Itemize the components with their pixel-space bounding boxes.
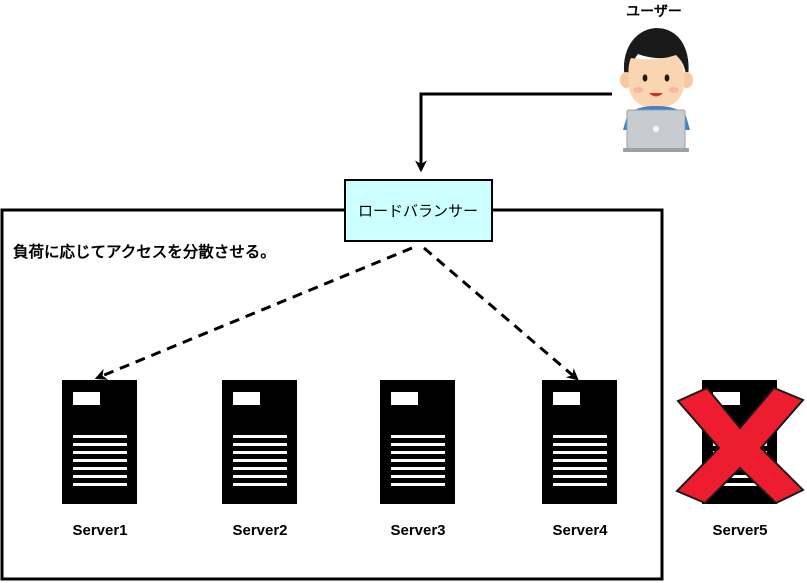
server-label: Server3 xyxy=(390,522,445,539)
user-label: ユーザー xyxy=(626,4,682,20)
user-with-laptop-icon xyxy=(620,28,693,152)
user-to-load-balancer-arrow xyxy=(415,92,612,173)
server-5: Server5 xyxy=(675,380,805,539)
traffic-arrow-server4 xyxy=(423,246,579,381)
cluster-container xyxy=(0,208,664,581)
server-1: Server1 xyxy=(62,380,137,539)
server-label: Server4 xyxy=(552,522,608,539)
server-4: Server4 xyxy=(542,380,617,539)
cluster-description: 負荷に応じてアクセスを分散させる。 xyxy=(13,242,276,261)
server-label: Server5 xyxy=(712,522,767,539)
load-balancer-label: ロードバランサー xyxy=(358,202,478,220)
server-3: Server3 xyxy=(380,380,455,539)
server-label: Server1 xyxy=(72,522,127,539)
server-label: Server2 xyxy=(232,522,287,539)
server-2: Server2 xyxy=(222,380,297,539)
traffic-arrow-server1 xyxy=(94,246,413,380)
load-balancer-box xyxy=(344,179,493,242)
failure-x-icon xyxy=(675,386,805,505)
